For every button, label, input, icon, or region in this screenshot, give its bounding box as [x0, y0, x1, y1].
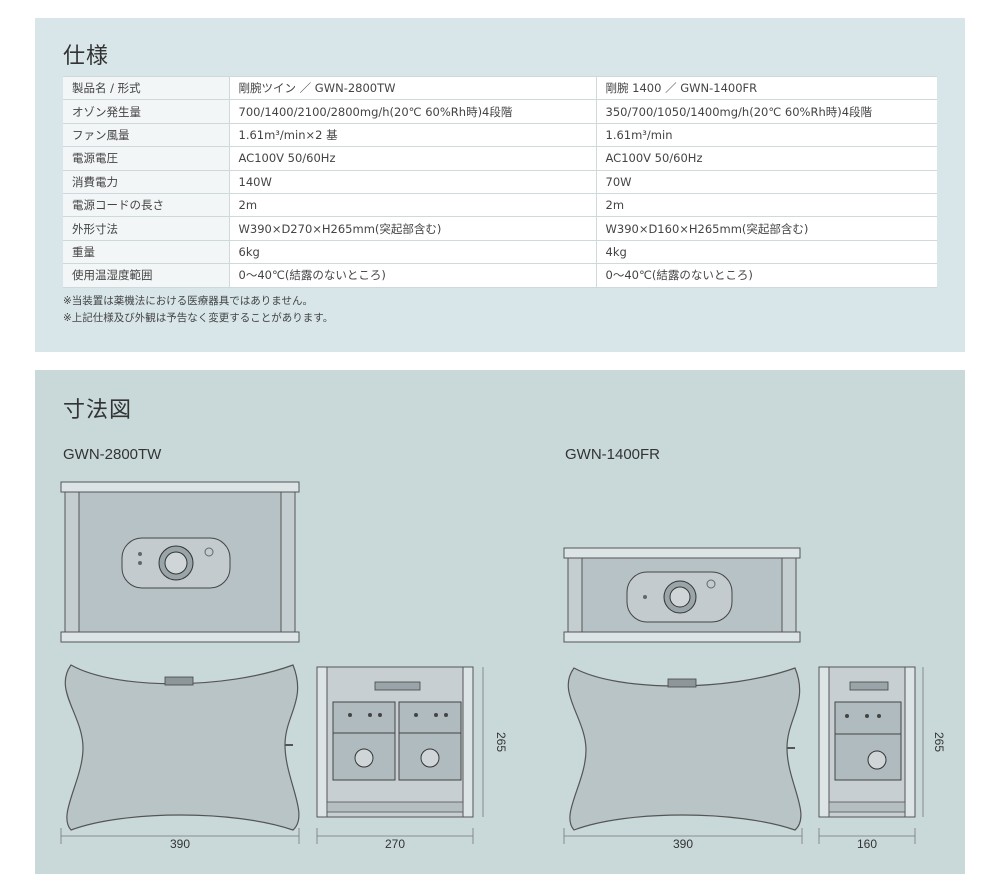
model-a-side-view: [316, 666, 484, 844]
dimension-section: 390 270 265 390 160 265 寸法図 GWN-2800TW G…: [35, 370, 965, 874]
spec-value-model-a: W390×D270×H265mm(突起部含む): [228, 216, 596, 241]
spec-value-model-a: 6kg: [228, 240, 596, 265]
spec-row-label: 外形寸法: [63, 216, 229, 241]
spec-value-model-a: 2m: [228, 193, 596, 218]
model-b-side-view: [818, 666, 924, 844]
spec-value-model-b: 2m: [595, 193, 937, 218]
spec-value-model-b: 350/700/1050/1400mg/h(20℃ 60%Rh時)4段階: [595, 99, 937, 124]
model-b-width-label: 390: [673, 837, 693, 851]
model-a-depth-label: 270: [385, 837, 405, 851]
spec-value-model-a: AC100V 50/60Hz: [228, 146, 596, 171]
model-a-width-label: 390: [170, 837, 190, 851]
spec-value-model-b: 4kg: [595, 240, 937, 265]
model-b-top-view: [563, 667, 803, 844]
spec-row-label: 電源電圧: [63, 146, 229, 171]
spec-notes: ※当装置は薬機法における医療器具ではありません。 ※上記仕様及び外観は予告なく変…: [63, 293, 333, 327]
spec-value-model-b: W390×D160×H265mm(突起部含む): [595, 216, 937, 241]
spec-value-model-a: 140W: [228, 170, 596, 194]
spec-value-model-b: 剛腕 1400 ／ GWN-1400FR: [595, 75, 937, 101]
spec-row-label: 重量: [63, 240, 229, 265]
spec-title: 仕様: [63, 44, 110, 69]
dimension-title: 寸法図: [63, 398, 133, 423]
spec-row-label: ファン風量: [63, 123, 229, 148]
spec-row-label: 電源コードの長さ: [63, 193, 229, 218]
spec-value-model-b: 70W: [595, 170, 937, 194]
spec-row-label: 使用温湿度範囲: [63, 263, 229, 288]
spec-row-label: 消費電力: [63, 170, 229, 194]
note-line: ※当装置は薬機法における医療器具ではありません。: [63, 295, 313, 307]
spec-value-model-a: 剛腕ツイン ／ GWN-2800TW: [228, 75, 596, 101]
model-a-front-view: [60, 481, 300, 643]
model-a-top-view: [60, 664, 300, 844]
dimension-drawings: 390 270 265 390 160 265: [60, 481, 946, 851]
spec-value-model-b: 0～40℃(結露のないところ): [595, 263, 937, 288]
spec-value-model-b: 1.61m³/min: [595, 123, 937, 148]
spec-row-label: 製品名 / 形式: [63, 75, 229, 101]
model-a-height-label: 265: [494, 732, 508, 752]
note-line: ※上記仕様及び外観は予告なく変更することがあります。: [63, 312, 334, 324]
model-b-height-label: 265: [932, 732, 946, 752]
spec-row-label: オゾン発生量: [63, 99, 229, 124]
model-a-label: GWN-2800TW: [63, 446, 162, 463]
spec-value-model-a: 1.61m³/min×2 基: [228, 123, 596, 148]
model-b-label: GWN-1400FR: [565, 446, 661, 463]
spec-value-model-a: 0～40℃(結露のないところ): [228, 263, 596, 288]
model-b-front-view: [563, 547, 801, 643]
model-b-depth-label: 160: [857, 837, 877, 851]
spec-value-model-a: 700/1400/2100/2800mg/h(20℃ 60%Rh時)4段階: [228, 99, 596, 124]
spec-value-model-b: AC100V 50/60Hz: [595, 146, 937, 171]
